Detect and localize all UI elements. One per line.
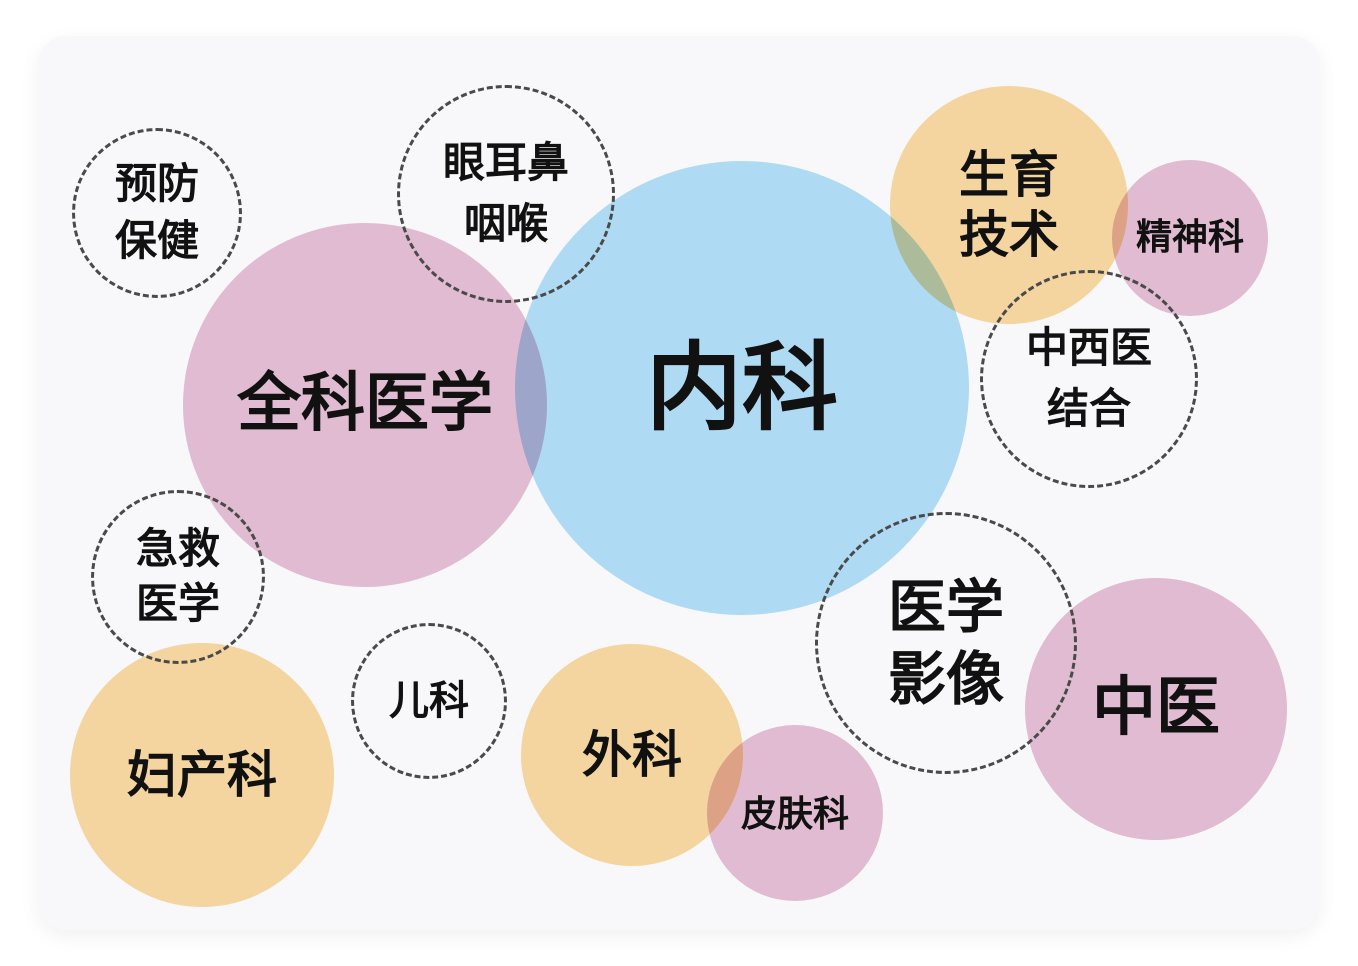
bubble-label: 中医: [1092, 671, 1220, 746]
bubble-yanerbi: 眼耳鼻 咽喉: [397, 85, 615, 303]
bubble-label: 外科: [582, 725, 682, 784]
bubble-label: 急救 医学: [135, 524, 220, 628]
bubble-yufang: 预防 保健: [72, 128, 242, 298]
bubble-label: 儿科: [389, 678, 469, 724]
bubble-yingxiang: 医学 影像: [815, 512, 1077, 774]
bubble-waike: 外科: [521, 644, 743, 866]
bubble-fuchan: 妇产科: [70, 643, 334, 907]
bubble-label: 内科: [646, 331, 838, 444]
bubble-label: 眼耳鼻 咽喉: [442, 138, 569, 248]
bubble-zhongxiyi: 中西医 结合: [980, 270, 1198, 488]
bubble-label: 妇产科: [127, 745, 277, 804]
bubble-pifu: 皮肤科: [707, 725, 883, 901]
bubble-jijiu: 急救 医学: [91, 490, 265, 664]
bubble-label: 精神科: [1135, 216, 1244, 258]
bubble-label: 预防 保健: [114, 159, 199, 265]
bubble-label: 生育 技术: [959, 146, 1059, 264]
bubble-label: 全科医学: [237, 367, 493, 442]
bubble-label: 中西医 结合: [1025, 323, 1152, 433]
bubble-label: 皮肤科: [740, 793, 849, 835]
bubble-erke: 儿科: [351, 623, 507, 779]
bubble-label: 医学 影像: [887, 572, 1004, 714]
